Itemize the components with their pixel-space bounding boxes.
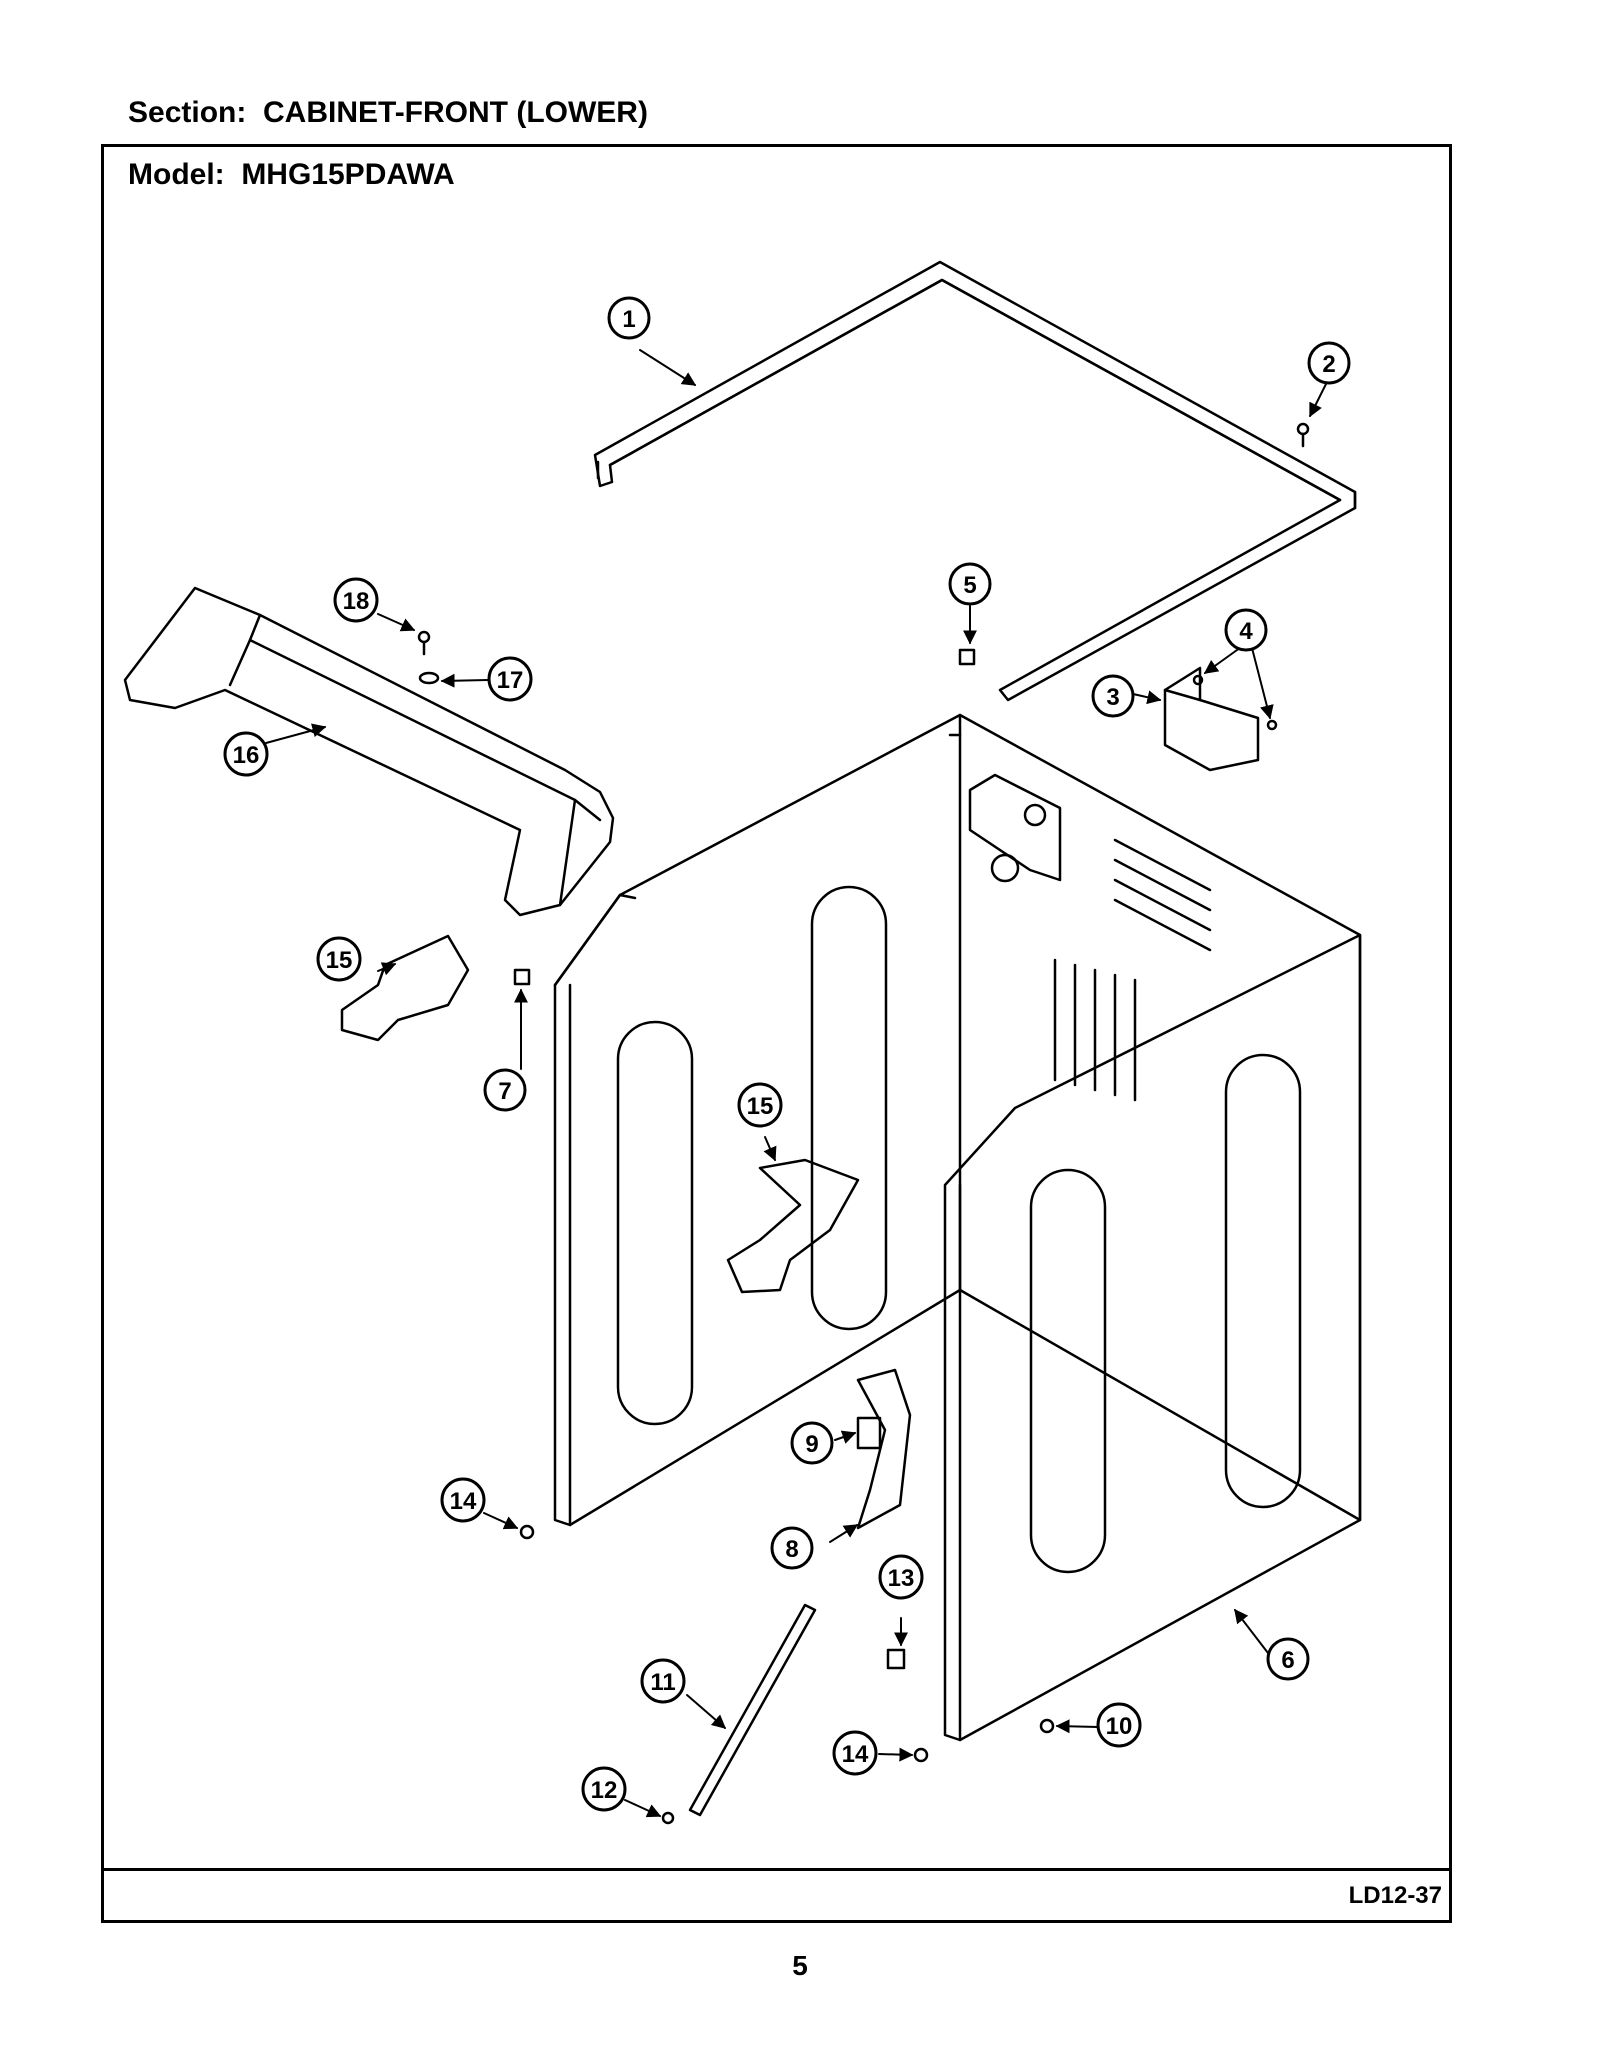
svg-text:11: 11	[650, 1669, 675, 1696]
callout-5: 5	[948, 562, 992, 606]
callout-10: 10	[1096, 1702, 1142, 1748]
svg-text:2: 2	[1322, 351, 1335, 378]
screw-part-4a	[1192, 674, 1204, 686]
callout-16: 16	[223, 731, 269, 777]
svg-text:1: 1	[622, 306, 635, 333]
callout-15a: 15	[316, 936, 362, 982]
model-title: Model: MHG15PDAWA	[128, 158, 455, 191]
clip-part-5	[958, 648, 976, 666]
callout-13: 13	[878, 1554, 924, 1600]
svg-text:6: 6	[1281, 1647, 1294, 1674]
svg-text:7: 7	[498, 1078, 511, 1105]
screw-part-14b	[913, 1747, 929, 1763]
callout-9: 9	[790, 1421, 834, 1465]
screw-part-14a	[519, 1524, 535, 1540]
svg-text:13: 13	[888, 1565, 915, 1592]
svg-text:15: 15	[747, 1093, 774, 1120]
svg-text:10: 10	[1106, 1713, 1133, 1740]
callout-11: 11	[640, 1658, 686, 1704]
bracket-part-15b	[726, 1158, 860, 1294]
screw-part-18	[417, 630, 431, 656]
callout-17: 17	[487, 656, 533, 702]
svg-text:8: 8	[785, 1536, 798, 1563]
screw-part-12	[661, 1811, 675, 1825]
svg-text:14: 14	[450, 1488, 477, 1515]
callout-15b: 15	[737, 1082, 783, 1128]
section-title: Section: CABINET-FRONT (LOWER)	[128, 96, 648, 129]
callout-6: 6	[1266, 1637, 1310, 1681]
screw-part-2	[1296, 422, 1310, 448]
svg-text:3: 3	[1106, 684, 1119, 711]
bracket-part-3	[1163, 666, 1260, 772]
svg-text:5: 5	[963, 572, 976, 599]
callout-14a: 14	[440, 1477, 486, 1523]
svg-text:18: 18	[343, 588, 370, 615]
cabinet-body	[553, 713, 1362, 1742]
callouts: 1 2 3 4 5 6 7 8 9 10 11 12 13 14 14 15 1…	[223, 296, 1351, 1812]
svg-text:14: 14	[842, 1741, 869, 1768]
panel-part-8	[856, 1368, 912, 1530]
screw-part-10	[1039, 1718, 1055, 1734]
console-part-16	[123, 586, 615, 917]
callout-4: 4	[1224, 608, 1268, 652]
diagram-frame	[101, 144, 1452, 1923]
clip-part-13	[886, 1648, 906, 1670]
callout-3: 3	[1091, 674, 1135, 718]
svg-text:15: 15	[326, 947, 353, 974]
clip-part-7	[513, 968, 531, 986]
diagram-code: LD12-37	[1348, 1882, 1442, 1909]
svg-text:12: 12	[591, 1777, 618, 1804]
page-number: 5	[792, 1950, 808, 1981]
svg-text:9: 9	[805, 1431, 818, 1458]
callout-2: 2	[1307, 341, 1351, 385]
top-frame-part	[593, 260, 1357, 702]
svg-text:4: 4	[1239, 618, 1253, 645]
strap-part-11	[688, 1603, 817, 1817]
callout-14b: 14	[832, 1730, 878, 1776]
callout-12: 12	[581, 1766, 627, 1812]
callout-1: 1	[607, 296, 651, 340]
footer-divider	[101, 1868, 1452, 1871]
clip-part-17	[418, 671, 440, 685]
bracket-part-15a	[340, 934, 470, 1042]
svg-text:17: 17	[497, 667, 524, 694]
block-part-9	[856, 1416, 882, 1450]
svg-text:16: 16	[233, 742, 260, 769]
callout-18: 18	[333, 577, 379, 623]
callout-7: 7	[483, 1068, 527, 1112]
callout-8: 8	[770, 1526, 814, 1570]
screw-part-4b	[1266, 719, 1278, 731]
